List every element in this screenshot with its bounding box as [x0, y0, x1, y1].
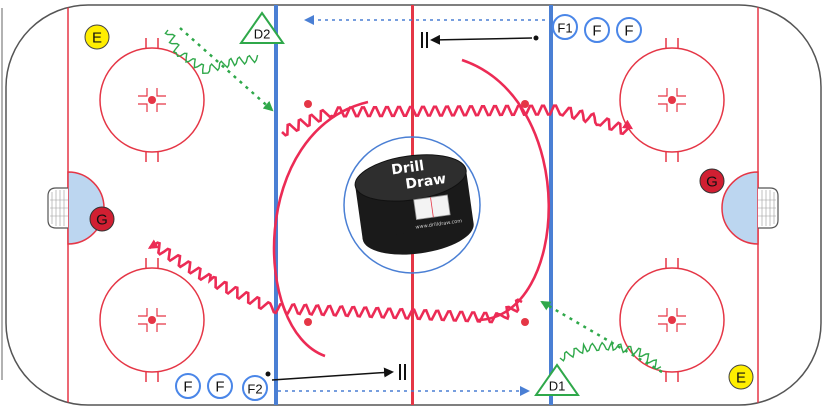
player-label: F	[183, 379, 192, 396]
center-circle	[343, 136, 481, 274]
player-label: E	[92, 30, 102, 47]
skate-curve-right	[461, 58, 550, 322]
skate-curve-left	[272, 100, 369, 358]
neutral-dot	[304, 318, 312, 326]
drilldraw-logo: Drill Draw www.drilldraw.com	[354, 154, 474, 255]
shot-line-bottom	[265, 364, 406, 381]
defense-d2[interactable]: D2	[239, 11, 285, 44]
logo-line2: Draw	[404, 171, 447, 193]
player-label: G	[706, 174, 718, 191]
goalie-g-right[interactable]: G	[699, 168, 725, 194]
faceoff-circles	[99, 38, 725, 382]
player-label: D2	[254, 27, 271, 42]
forward-f2[interactable]: F2	[242, 375, 268, 401]
player-label: F2	[247, 382, 262, 397]
faceoff-circle	[99, 258, 205, 382]
player-label: F	[592, 23, 601, 40]
goalie-g-left[interactable]: G	[89, 206, 115, 232]
enforcer-e-bottom[interactable]: E	[728, 364, 754, 390]
player-label: D1	[549, 379, 566, 394]
forward-f-top-b[interactable]: F	[616, 17, 642, 43]
skate-path-green-top	[164, 29, 259, 75]
player-label: E	[736, 370, 746, 387]
logo-line1: Drill	[390, 158, 425, 178]
crease-right	[721, 171, 759, 245]
skate-path-green-bottom	[559, 339, 662, 370]
shot-line-top	[421, 32, 539, 48]
faceoff-circle	[99, 38, 205, 162]
neutral-dot	[521, 318, 529, 326]
skate-path-red-bottom	[147, 239, 523, 324]
enforcer-e-top[interactable]: E	[84, 24, 110, 50]
forward-f-top-a[interactable]: F	[584, 17, 610, 43]
blue-line-right	[549, 5, 553, 405]
neutral-dot	[304, 100, 312, 108]
player-label: F	[215, 379, 224, 396]
faceoff-circle	[619, 258, 725, 382]
blue-line-left	[274, 5, 278, 405]
player-label: F	[624, 23, 633, 40]
net-right	[758, 187, 779, 229]
forward-f1[interactable]: F1	[552, 14, 578, 40]
skate-path-red-top	[281, 104, 634, 137]
defense-d1[interactable]: D1	[534, 363, 580, 396]
net-left	[47, 187, 68, 229]
forward-f-bot-b[interactable]: F	[207, 373, 233, 399]
forward-f-bot-a[interactable]: F	[175, 373, 201, 399]
faceoff-circle	[619, 38, 725, 162]
player-label: F1	[557, 21, 572, 36]
player-label: G	[96, 212, 108, 229]
neutral-dot	[521, 100, 529, 108]
